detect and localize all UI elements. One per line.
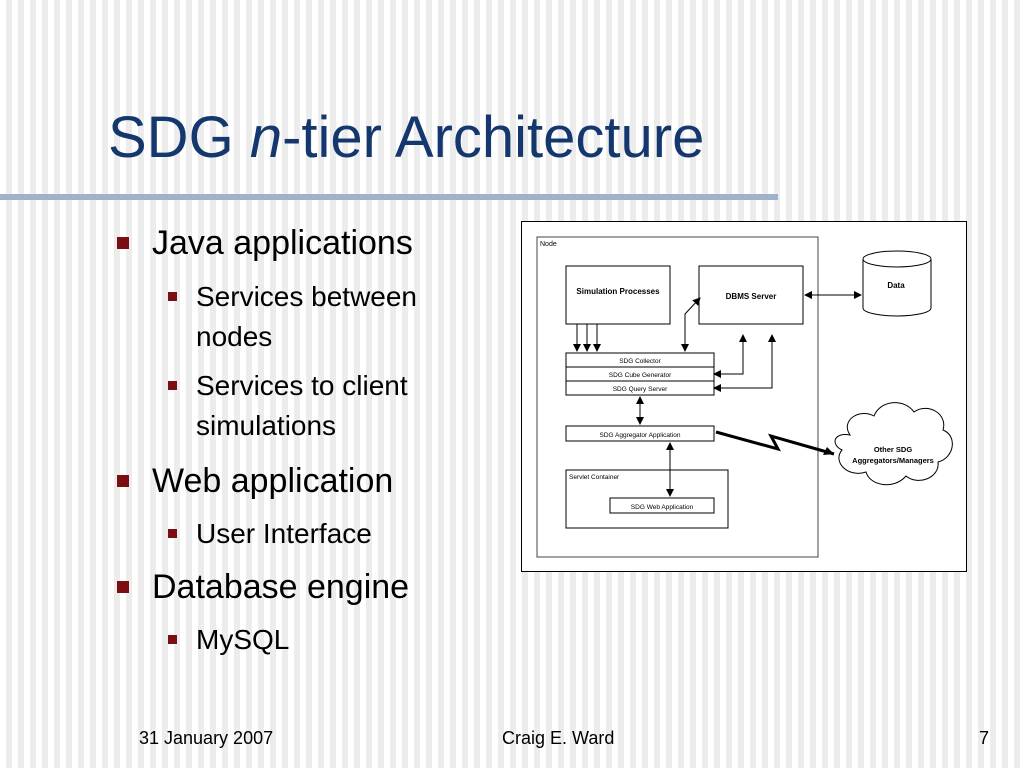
footer-page-number: 7 [979, 728, 990, 748]
network-link-lightning-icon [715, 430, 835, 456]
servlet-container-label: Servlet Container [569, 474, 620, 481]
data-store-icon [862, 250, 932, 317]
footer-date: 31 January 2007 [139, 728, 274, 748]
title-italic-n: n [249, 105, 283, 170]
data-label: Data [887, 281, 905, 290]
node-label: Node [540, 241, 557, 248]
simulation-processes-box [565, 265, 671, 325]
slide-title: SDG n-tier Architecture [108, 104, 704, 171]
subbullet-user-interface: User Interface [168, 514, 486, 554]
title-suffix: -tier Architecture [282, 105, 705, 170]
sdg-web-application-box [609, 497, 715, 514]
other-sdg-label-line2: Aggregators/Managers [852, 456, 934, 465]
bullet-web-application: Web application [116, 462, 394, 500]
subbullet-services-between-nodes: Services between nodes [168, 277, 486, 357]
architecture-diagram: Node Simulation Processes DBMS Server Da… [521, 221, 967, 572]
sdg-query-server-label: SDG Query Server [613, 386, 668, 393]
architecture-diagram-svg: Node Simulation Processes DBMS Server Da… [536, 236, 953, 558]
network-link-arrowhead [823, 447, 834, 455]
bullet-database-engine: Database engine [116, 568, 410, 606]
other-sdg-cloud-icon [834, 402, 953, 486]
sdg-aggregator-application-box [565, 425, 715, 442]
sdg-cube-generator-label: SDG Cube Generator [609, 372, 672, 379]
sdg-collector-label: SDG Collector [619, 358, 661, 365]
title-underline [0, 194, 778, 200]
subbullet-services-to-client-simulations: Services to client simulations [168, 366, 486, 446]
dbms-server-box [698, 265, 804, 325]
other-sdg-label-line1: Other SDG [874, 445, 913, 454]
dbms-collector-arrow [681, 297, 701, 352]
title-prefix: SDG [108, 105, 250, 170]
dbms-server-label: DBMS Server [726, 292, 777, 301]
footer-author: Craig E. Ward [502, 728, 615, 748]
subbullet-mysql: MySQL [168, 620, 486, 660]
sdg-web-application-label: SDG Web Application [631, 504, 694, 511]
bullet-java-applications: Java applications [117, 224, 413, 262]
sdg-aggregator-application-label: SDG Aggregator Application [600, 432, 681, 439]
dbms-cube-generator-arrow [713, 334, 747, 378]
node-frame [536, 236, 819, 558]
simulation-processes-label: Simulation Processes [576, 287, 660, 296]
dbms-query-server-arrow [713, 334, 776, 392]
